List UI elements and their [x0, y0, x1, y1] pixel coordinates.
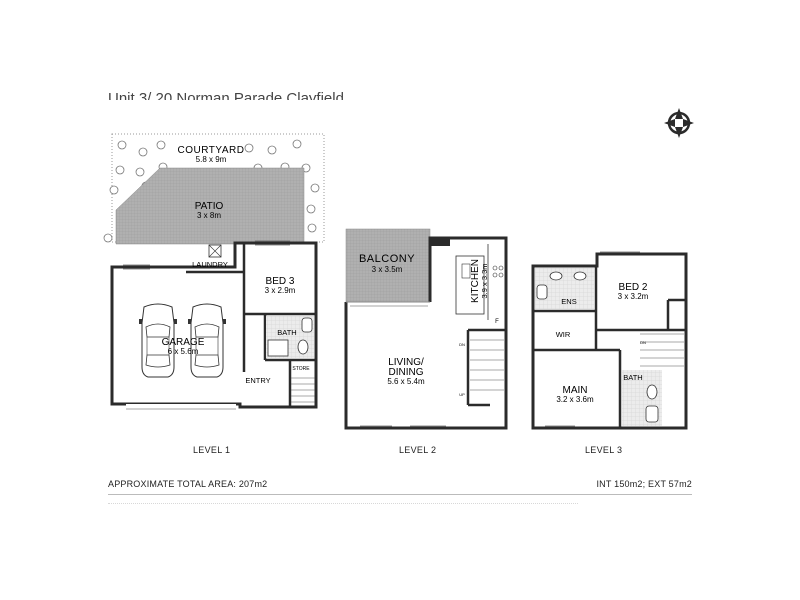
bed2-label: BED 2 — [619, 282, 648, 293]
level-2-plan — [344, 228, 508, 430]
store-label: STORE — [292, 366, 310, 372]
stair-dn-label-level3: DN — [640, 340, 646, 345]
bed3-label: BED 3 — [266, 276, 295, 287]
dining-label: DINING — [389, 367, 424, 378]
courtyard-label: COURTYARD — [178, 145, 245, 156]
bath-label-level1: BATH — [277, 328, 296, 337]
balcony-area — [345, 228, 431, 303]
north-compass-icon — [664, 108, 694, 138]
bed2-dims: 3 x 3.2m — [618, 292, 649, 301]
bath-label-level3: BATH — [623, 373, 642, 382]
laundry-label: LAUNDRY — [192, 260, 228, 269]
bed3-dims: 3 x 2.9m — [265, 286, 296, 295]
level-3-label: LEVEL 3 — [585, 445, 623, 455]
patio-area — [115, 167, 305, 245]
property-address: Unit 3/ 20 Norman Parade Clayfield — [108, 90, 344, 100]
living-dims: 5.6 x 5.4m — [387, 377, 425, 386]
level-1-label: LEVEL 1 — [193, 445, 231, 455]
total-area: APPROXIMATE TOTAL AREA: 207m2 — [108, 479, 268, 489]
stair-dn-label: DN — [459, 342, 465, 347]
disclaimer-line — [108, 503, 578, 504]
level-2-label: LEVEL 2 — [399, 445, 437, 455]
kitchen-dims: 3.9 x 3.3m — [480, 263, 489, 298]
balcony-label: BALCONY — [359, 253, 415, 265]
main-bed-label: MAIN — [563, 385, 588, 396]
garage-label: GARAGE — [162, 337, 205, 348]
kitchen-label: KITCHEN — [470, 259, 481, 303]
main-bed-dims: 3.2 x 3.6m — [556, 395, 594, 404]
balcony-dims: 3 x 3.5m — [372, 265, 403, 274]
garage-dims: 6 x 5.6m — [168, 347, 199, 356]
ens-label: ENS — [561, 297, 576, 306]
stair-up-label: UP — [459, 392, 465, 397]
wir-label: WIR — [556, 330, 571, 339]
int-ext-area: INT 150m2; EXT 57m2 — [596, 479, 692, 489]
level-2-walls — [344, 236, 508, 430]
footer-divider — [108, 494, 692, 495]
courtyard-dims: 5.8 x 9m — [196, 155, 227, 164]
level-3-plan — [531, 251, 688, 430]
patio-dims: 3 x 8m — [197, 211, 221, 220]
entry-label: ENTRY — [245, 376, 270, 385]
patio-label: PATIO — [195, 201, 224, 212]
fridge-label: F — [495, 319, 499, 325]
level-1-plan — [103, 133, 325, 410]
living-label: LIVING/ — [388, 357, 424, 368]
